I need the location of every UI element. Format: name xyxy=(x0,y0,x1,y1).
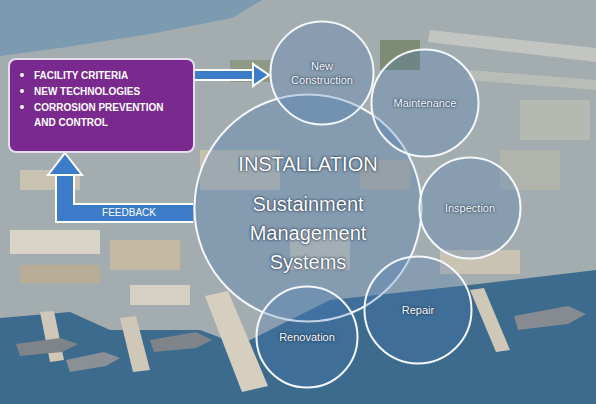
ship xyxy=(16,338,78,356)
stage-circle: Repair xyxy=(363,255,473,365)
circle-shape xyxy=(420,158,521,259)
circle-shape xyxy=(271,22,374,125)
bullet-item: FACILITY CRITERIA xyxy=(18,68,187,83)
circle-shape xyxy=(365,257,472,364)
stage-circle: Inspection xyxy=(418,156,522,260)
pier xyxy=(120,316,150,372)
stage-circle: Renovation xyxy=(255,285,359,389)
circle-title: Sustainment Management Systems xyxy=(228,190,388,277)
circle-text: New Construction xyxy=(284,59,360,87)
building xyxy=(110,240,180,270)
building xyxy=(20,265,100,283)
bullet-text: FACILITY CRITERIA xyxy=(34,68,128,83)
bullet-dot xyxy=(20,89,24,93)
circle-text: INSTALLATION Sustainment Management Syste… xyxy=(228,140,388,277)
circle-shape xyxy=(257,287,358,388)
connector-outline xyxy=(65,174,193,213)
pier xyxy=(40,311,64,362)
building xyxy=(10,230,100,254)
circle-outline xyxy=(269,20,375,126)
bullet-text: NEW TECHNOLOGIES xyxy=(34,84,140,99)
pier xyxy=(470,288,510,352)
arrow-head xyxy=(253,64,269,86)
stage-circle: Maintenance xyxy=(370,48,480,158)
bullet-dot xyxy=(20,73,24,77)
edge-label: FEEDBACK xyxy=(100,207,158,219)
building xyxy=(130,285,190,305)
connector-arrow xyxy=(65,174,193,213)
ship xyxy=(66,352,120,372)
bullet-dot xyxy=(20,105,24,109)
circle-shape xyxy=(372,50,479,157)
circle-label: Maintenance xyxy=(383,96,467,110)
connector-group xyxy=(195,64,269,86)
bullet-text: CORROSION PREVENTION AND CONTROL xyxy=(34,100,184,130)
info-box: FACILITY CRITERIANEW TECHNOLOGIESCORROSI… xyxy=(8,58,195,153)
circle-text: Renovation xyxy=(267,330,347,344)
circle-label: Renovation xyxy=(267,330,347,344)
connector-arrow xyxy=(195,71,254,79)
circle-text: Inspection xyxy=(430,201,510,215)
ship xyxy=(150,332,212,352)
circle-label: New Construction xyxy=(284,59,360,87)
circle-label: Inspection xyxy=(430,201,510,215)
circle-label: Repair xyxy=(378,303,458,317)
ship xyxy=(514,306,586,330)
airfield-apron xyxy=(520,100,590,140)
arrow-head xyxy=(48,153,82,175)
water-area xyxy=(0,0,262,56)
connector-group xyxy=(48,153,193,213)
sea-area xyxy=(0,270,596,404)
circle-heading: INSTALLATION xyxy=(228,152,388,176)
bullet-item: NEW TECHNOLOGIES xyxy=(18,84,187,99)
stage-circle: New Construction xyxy=(269,20,375,126)
bullet-item: CORROSION PREVENTION AND CONTROL xyxy=(18,100,187,130)
circle-text: Maintenance xyxy=(383,96,467,110)
runway xyxy=(468,70,596,90)
connector-outline xyxy=(195,69,254,81)
circle-text: Repair xyxy=(378,303,458,317)
